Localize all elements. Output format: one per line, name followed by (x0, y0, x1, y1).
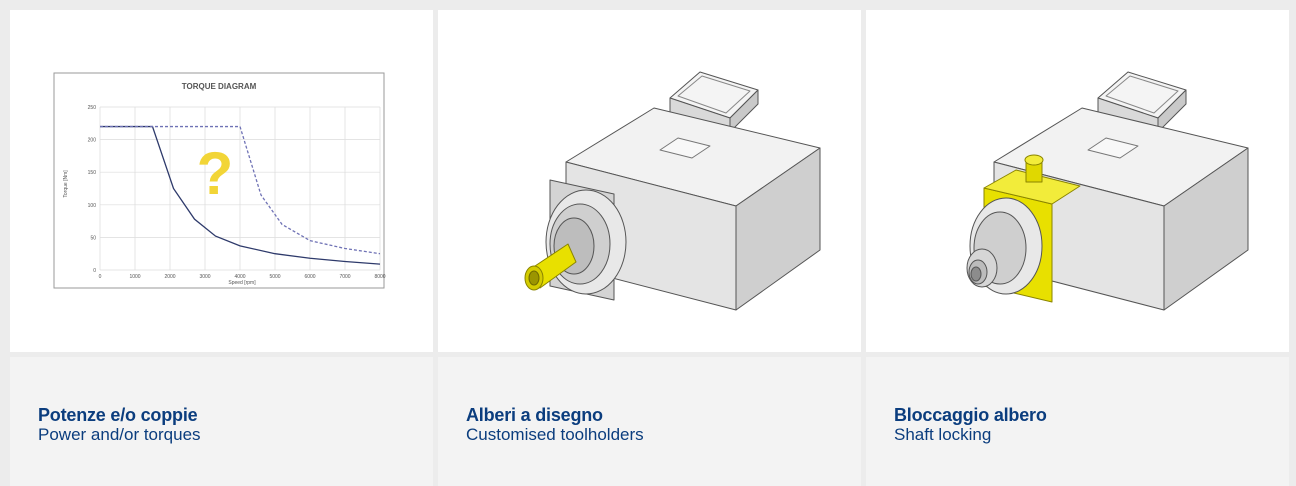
chart-title: TORQUE DIAGRAM (182, 82, 257, 91)
y-tick-label: 0 (93, 268, 96, 274)
y-tick-label: 250 (88, 105, 97, 111)
question-mark-annotation: ? (197, 140, 234, 207)
x-tick-label: 5000 (269, 274, 280, 280)
feature-card-shaft-locking: Bloccaggio albero Shaft locking (866, 10, 1289, 486)
x-tick-label: 4000 (234, 274, 245, 280)
card-title: Potenze e/o coppie (38, 405, 198, 425)
feature-card-customised-toolholders: Alberi a disegno Customised toolholders (438, 10, 861, 486)
card-subtitle: Customised toolholders (466, 425, 644, 444)
card-subtitle: Shaft locking (894, 425, 992, 444)
series-line-dashed (100, 125, 381, 255)
card-title: Alberi a disegno (466, 405, 603, 425)
spindle-motor-shaft-lock-illustration (966, 71, 1249, 311)
card-caption: Potenze e/o coppie Power and/or torques (10, 357, 433, 486)
card-title: Bloccaggio albero (894, 405, 1047, 425)
chart-frame (53, 72, 385, 289)
chart-x-axis-label: Speed [rpm] (228, 280, 256, 286)
x-tick-label: 8000 (374, 274, 385, 280)
chart-ticks: 0 1000 2000 3000 4000 5000 6000 7000 8000 0 50 100 1… (88, 105, 386, 280)
x-tick-label: 6000 (304, 274, 315, 280)
x-tick-label: 0 (99, 274, 102, 280)
chart-series (100, 125, 381, 265)
card-image-spindle-extended-shaft (438, 10, 861, 352)
card-caption: Alberi a disegno Customised toolholders (438, 357, 861, 486)
y-tick-label: 100 (88, 203, 97, 209)
y-tick-label: 150 (88, 170, 97, 176)
chart-y-axis-label: Torque [Nm] (63, 170, 69, 198)
x-tick-label: 2000 (164, 274, 175, 280)
card-image-spindle-shaft-lock (866, 10, 1289, 352)
y-tick-label: 200 (88, 138, 97, 144)
card-caption: Bloccaggio albero Shaft locking (866, 357, 1289, 486)
x-tick-label: 1000 (129, 274, 140, 280)
x-tick-label: 7000 (339, 274, 350, 280)
y-tick-label: 50 (90, 235, 96, 241)
x-tick-label: 3000 (199, 274, 210, 280)
card-subtitle: Power and/or torques (38, 425, 201, 444)
chart-grid (99, 106, 381, 271)
series-line-solid (100, 125, 381, 265)
spindle-motor-extended-shaft-illustration (524, 71, 821, 311)
